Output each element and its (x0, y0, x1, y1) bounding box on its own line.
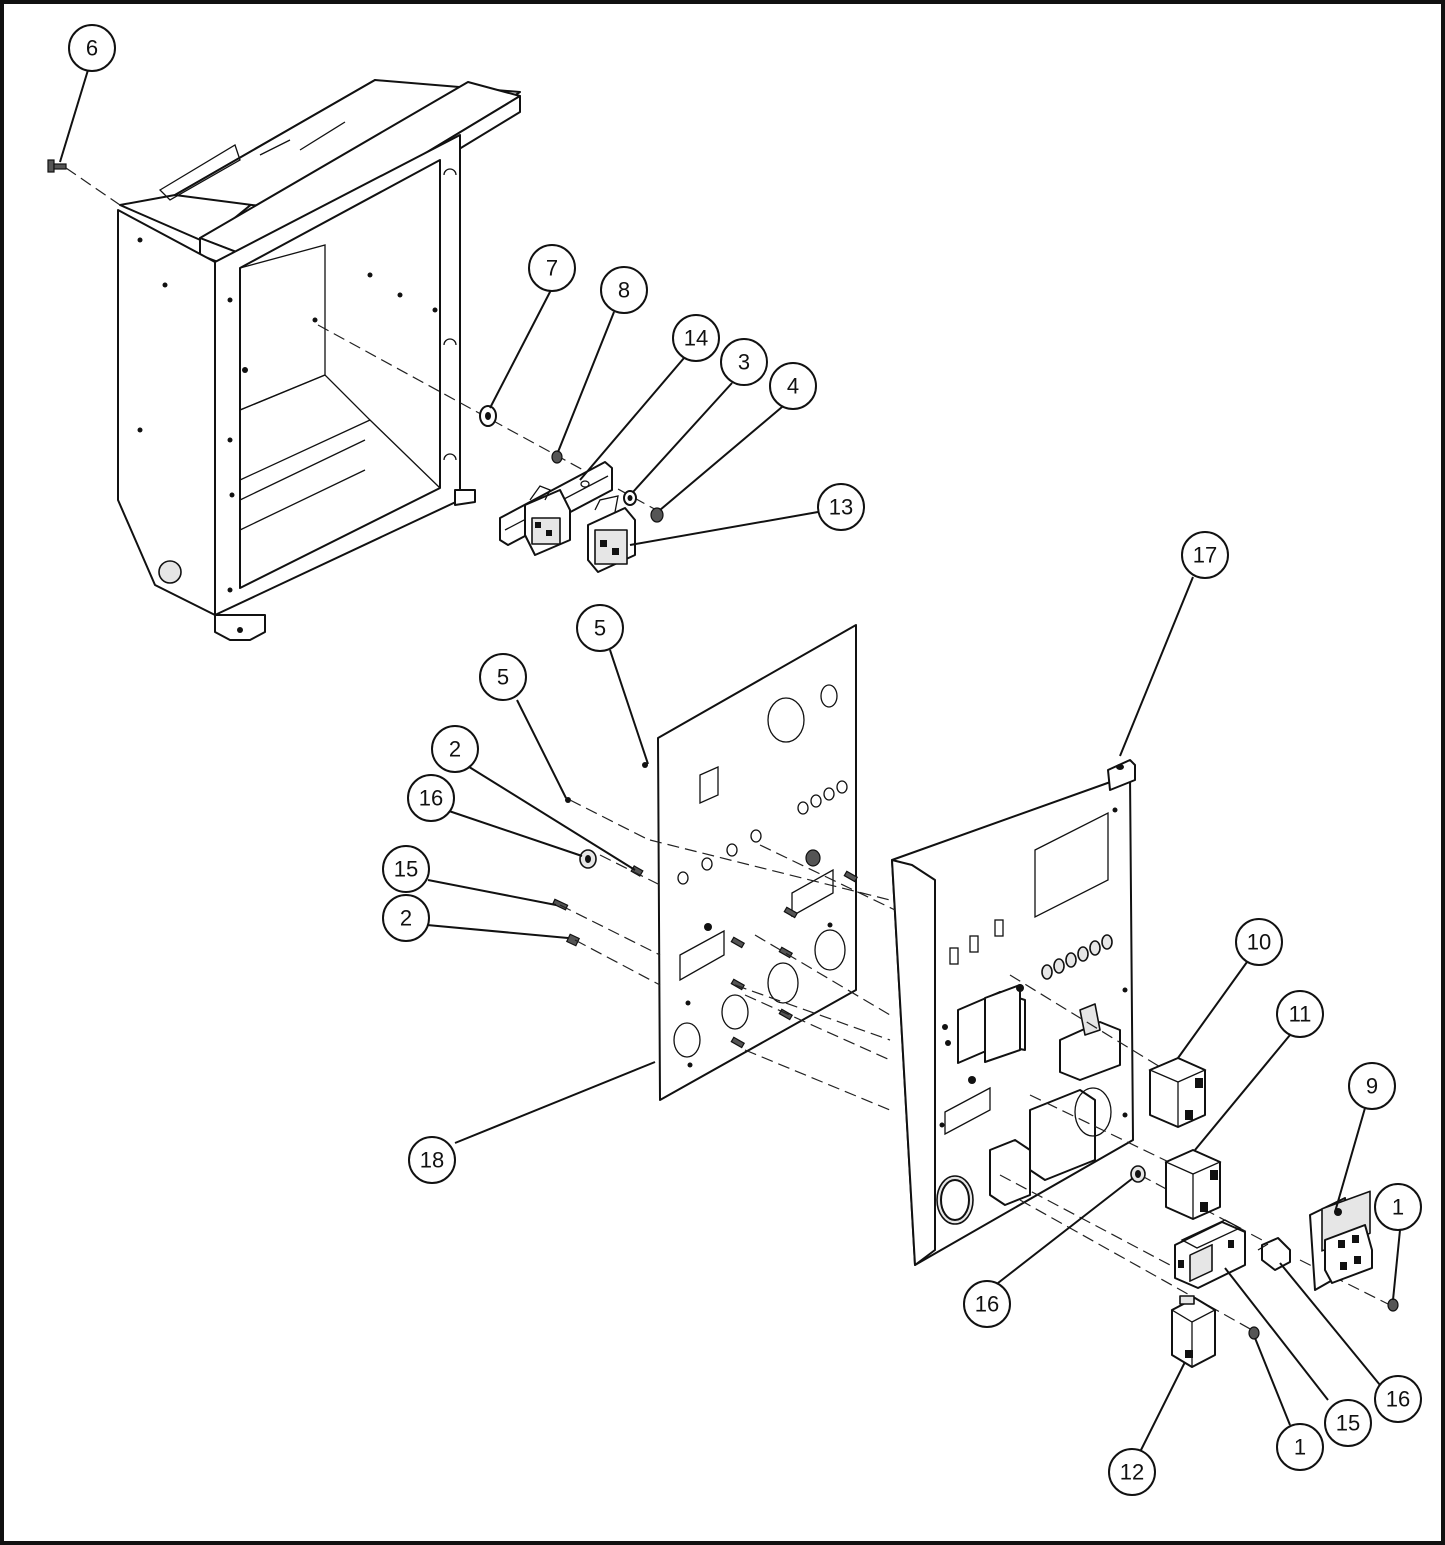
callout-1-bottom-label: 1 (1294, 1435, 1306, 1460)
callout-2-upper: 2 (431, 725, 479, 773)
relay-10-icon (1148, 1057, 1207, 1128)
callout-7-label: 7 (546, 256, 558, 281)
nut-4-icon (650, 507, 664, 523)
callout-5-lower: 5 (479, 653, 527, 701)
washer-7-icon (479, 405, 497, 427)
callout-15-right-label: 15 (1336, 1411, 1360, 1436)
callout-2-upper-label: 2 (449, 737, 461, 762)
callout-1-right-label: 1 (1392, 1195, 1404, 1220)
callout-8: 8 (600, 266, 648, 314)
screw-6-icon (47, 159, 67, 173)
callout-15-right: 15 (1324, 1399, 1372, 1447)
callout-18: 18 (408, 1136, 456, 1184)
callout-16-panel: 16 (963, 1280, 1011, 1328)
callout-16-left-label: 16 (419, 786, 443, 811)
lockwasher-8-icon (551, 450, 563, 464)
callout-18-label: 18 (420, 1148, 444, 1173)
contactor-13-icon (587, 495, 636, 573)
callout-6: 6 (68, 24, 116, 72)
callout-16-right: 16 (1374, 1375, 1422, 1423)
callout-3: 3 (720, 338, 768, 386)
callout-11-label: 11 (1289, 1002, 1312, 1027)
relay-on-rail-icon (524, 485, 571, 556)
callout-17-label: 17 (1193, 543, 1217, 568)
leader-lines (59, 69, 1401, 1453)
callout-6-label: 6 (86, 36, 98, 61)
callout-16-panel-label: 16 (975, 1292, 999, 1317)
callout-2-lower: 2 (382, 894, 430, 942)
washer-3-icon (623, 490, 637, 506)
callout-5-lower-label: 5 (497, 665, 509, 690)
callout-10-label: 10 (1247, 930, 1271, 955)
relay-11-icon (1164, 1149, 1222, 1220)
callout-13: 13 (817, 483, 865, 531)
callout-14-label: 14 (684, 326, 708, 351)
nut-16-icon (1130, 1165, 1146, 1183)
callout-17: 17 (1181, 531, 1229, 579)
callout-10: 10 (1235, 918, 1283, 966)
callout-5-upper-label: 5 (594, 616, 606, 641)
callout-16-left: 16 (407, 774, 455, 822)
enclosure-housing (117, 79, 521, 641)
callout-4: 4 (769, 362, 817, 410)
callout-8-label: 8 (618, 278, 630, 303)
callout-15-left: 15 (382, 845, 430, 893)
breaker-12-icon (1170, 1295, 1217, 1368)
callout-9-label: 9 (1366, 1074, 1378, 1099)
nut-1-icon (1248, 1298, 1399, 1340)
callout-11: 11 (1276, 990, 1324, 1038)
callout-12: 12 (1108, 1448, 1156, 1496)
callout-1-right: 1 (1374, 1183, 1422, 1231)
callout-3-label: 3 (738, 350, 750, 375)
callout-14: 14 (672, 314, 720, 362)
callout-1-bottom: 1 (1276, 1423, 1324, 1471)
callout-7: 7 (528, 244, 576, 292)
terminal-block-9-icon (1309, 1190, 1373, 1291)
front-panel-18 (642, 624, 859, 1101)
callout-9: 9 (1348, 1062, 1396, 1110)
callout-13-label: 13 (829, 495, 853, 520)
callout-5-upper: 5 (576, 604, 624, 652)
callout-2-lower-label: 2 (400, 906, 412, 931)
breaker-15-icon (1174, 1219, 1246, 1289)
fasteners-left-icon (552, 797, 644, 947)
mounting-panel-17 (891, 759, 1136, 1266)
callout-15-left-label: 15 (394, 857, 418, 882)
switch-16-icon (1257, 1237, 1291, 1271)
callout-12-label: 12 (1120, 1460, 1144, 1485)
callout-4-label: 4 (787, 374, 799, 399)
callout-16-right-label: 16 (1386, 1387, 1410, 1412)
